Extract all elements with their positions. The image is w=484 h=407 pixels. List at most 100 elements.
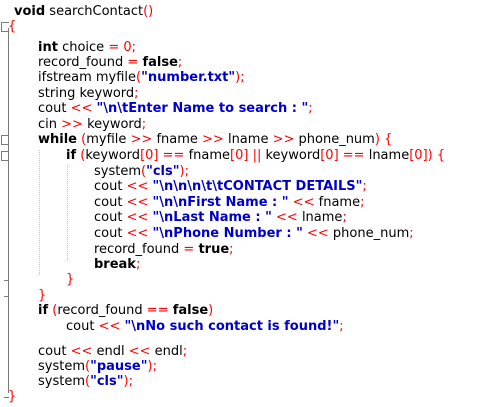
- keyword-token: if: [66, 148, 77, 163]
- code-line[interactable]: break;: [0, 257, 484, 273]
- code-text: {: [8, 19, 16, 35]
- code-line[interactable]: record_found = true;: [0, 242, 484, 258]
- code-line[interactable]: system("cls");: [0, 164, 484, 180]
- operator-token: ;: [134, 86, 139, 101]
- keyword-token: break: [94, 257, 136, 272]
- code-text: cout << "\nPhone Number : " << phone_num…: [94, 226, 414, 242]
- identifier-token: string keyword: [38, 86, 135, 101]
- code-text: }: [66, 272, 74, 288]
- string-token: "\n\nFirst Name : ": [152, 195, 289, 210]
- operator-token: <<: [292, 195, 315, 210]
- operator-token: ;: [135, 257, 141, 272]
- code-line[interactable]: record_found = false;: [0, 55, 484, 71]
- code-line[interactable]: ifstream myfile("number.txt");: [0, 70, 484, 86]
- code-line[interactable]: cout << "\n\tEnter Name to search : ";: [0, 101, 484, 117]
- identifier-token: cout: [94, 179, 127, 194]
- identifier-token: cout: [38, 344, 71, 359]
- code-text: ifstream myfile("number.txt");: [38, 70, 245, 86]
- keyword-token: true: [198, 242, 230, 257]
- code-line[interactable]: while (myfile >> fname >> lname >> phone…: [0, 132, 484, 148]
- code-line[interactable]: cin >> keyword;: [0, 117, 484, 133]
- operator-token: }: [8, 389, 17, 404]
- identifier-token: keyword: [261, 148, 321, 163]
- operator-token: <<: [98, 319, 121, 334]
- operator-token: (: [85, 374, 91, 389]
- string-token: "pause": [90, 359, 148, 374]
- code-line[interactable]: string keyword;: [0, 86, 484, 102]
- identifier-token: searchContact: [45, 4, 144, 19]
- operator-token: ==: [162, 148, 185, 163]
- operator-token: >>: [272, 132, 295, 147]
- fold-marker-icon[interactable]: [1, 151, 9, 161]
- operator-token: {: [384, 132, 393, 147]
- code-line[interactable]: void searchContact(): [0, 4, 484, 20]
- code-line[interactable]: }: [0, 389, 484, 405]
- number-token: 0: [145, 148, 154, 163]
- code-line[interactable]: system("cls");: [0, 374, 484, 390]
- operator-token: >>: [130, 132, 153, 147]
- operator-token: ;: [177, 55, 183, 70]
- operator-token: ;: [141, 117, 147, 132]
- operator-token: ): [374, 132, 380, 147]
- keyword-token: if: [38, 303, 49, 318]
- indent-guide: [39, 150, 40, 275]
- operator-token: (): [143, 4, 154, 19]
- indent-guide: [67, 165, 68, 260]
- fold-marker-icon[interactable]: [1, 22, 9, 32]
- string-token: "cls": [146, 164, 180, 179]
- identifier-token: lname: [364, 148, 410, 163]
- operator-token: ;: [131, 40, 137, 55]
- identifier-token: endl: [150, 344, 183, 359]
- code-line[interactable]: if (record_found == false): [0, 303, 484, 319]
- operator-token: <<: [306, 226, 329, 241]
- fold-marker-icon[interactable]: [1, 135, 9, 145]
- code-text: cout << "\nNo such contact is found!";: [66, 319, 344, 335]
- code-text: system("cls");: [94, 164, 189, 180]
- code-line[interactable]: {: [0, 19, 484, 35]
- identifier-token: cout: [38, 101, 71, 116]
- fold-gutter-line: [8, 28, 9, 393]
- operator-token: <<: [70, 344, 93, 359]
- identifier-token: record_found: [57, 303, 147, 318]
- code-text: cout << endl << endl;: [38, 344, 187, 360]
- code-line[interactable]: if (keyword[0] == fname[0] || keyword[0]…: [0, 148, 484, 164]
- number-token: 0: [414, 148, 423, 163]
- code-line[interactable]: cout << "\n\nFirst Name : " << fname;: [0, 195, 484, 211]
- identifier-token: ifstream myfile: [38, 70, 137, 85]
- identifier-token: fname: [184, 148, 231, 163]
- code-line[interactable]: system("pause");: [0, 359, 484, 375]
- operator-token: (: [136, 70, 142, 85]
- identifier-token: system: [94, 164, 141, 179]
- code-line[interactable]: cout << endl << endl;: [0, 344, 484, 360]
- code-text: cout << "\n\nFirst Name : " << fname;: [94, 195, 364, 211]
- code-text: record_found = false;: [38, 55, 182, 71]
- operator-token: {: [8, 19, 17, 34]
- operator-token: (: [141, 164, 147, 179]
- operator-token: <<: [126, 195, 149, 210]
- identifier-token: fname: [314, 195, 361, 210]
- code-text: break;: [94, 257, 140, 273]
- identifier-token: phone_num: [294, 132, 375, 147]
- operator-token: }: [38, 288, 47, 303]
- keyword-token: while: [38, 132, 77, 147]
- code-line[interactable]: cout << "\nPhone Number : " << phone_num…: [0, 226, 484, 242]
- code-line[interactable]: }: [0, 288, 484, 304]
- operator-token: >>: [61, 117, 83, 132]
- code-line[interactable]: }: [0, 272, 484, 288]
- number-token: 0: [123, 40, 132, 55]
- operator-token: );: [123, 374, 133, 389]
- code-line[interactable]: cout << "\n\n\n\t\tCONTACT DETAILS";: [0, 179, 484, 195]
- string-token: "\n\n\n\t\tCONTACT DETAILS": [152, 179, 363, 194]
- code-text: record_found = true;: [94, 242, 234, 258]
- operator-token: [: [140, 148, 146, 163]
- string-token: "\n\tEnter Name to search : ": [96, 101, 309, 116]
- code-line[interactable]: cout << "\nLast Name : " << lname;: [0, 210, 484, 226]
- code-line[interactable]: cout << "\nNo such contact is found!";: [0, 319, 484, 335]
- code-text: if (record_found == false): [38, 303, 213, 319]
- code-text: system("cls");: [38, 374, 133, 390]
- identifier-token: cin: [38, 117, 62, 132]
- code-line[interactable]: int choice = 0;: [0, 40, 484, 56]
- operator-token: ): [208, 303, 214, 318]
- identifier-token: keyword: [85, 148, 141, 163]
